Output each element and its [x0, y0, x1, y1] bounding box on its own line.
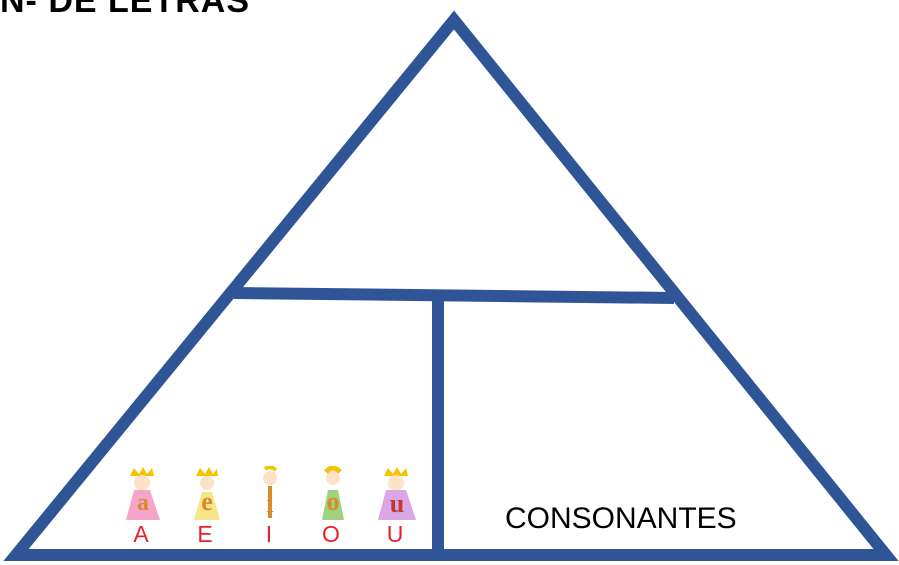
vowel-letter-i: I — [265, 521, 273, 547]
vowel-figures-panel: a A e E i I o O — [112, 465, 426, 549]
page-title: N- DE LETRAS — [0, 0, 250, 20]
vowel-figure-e: e — [176, 466, 234, 522]
vowel-letter-a: A — [133, 521, 149, 547]
vowel-letter-u: U — [386, 521, 404, 547]
glyph-u: u — [390, 489, 404, 518]
vowel-letter-e: E — [197, 521, 213, 547]
vowel-figure-i: i — [240, 465, 298, 522]
vowel-figure-o: o — [302, 465, 360, 522]
vowel-figure-u: u — [366, 466, 424, 522]
horizontal-divider — [233, 287, 675, 304]
glyph-e: e — [201, 487, 213, 516]
vowel-figure-a: a — [112, 466, 170, 522]
glyph-o: o — [327, 487, 340, 516]
vowel-letter-o: O — [322, 521, 340, 547]
glyph-a: a — [137, 490, 149, 516]
glyph-i: i — [266, 489, 273, 518]
consonants-label: CONSONANTES — [505, 502, 737, 535]
